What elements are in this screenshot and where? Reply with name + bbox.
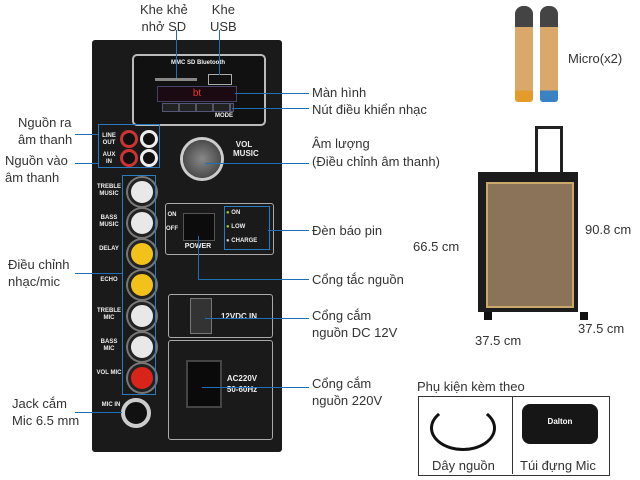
knob-label: VOL MIC [96,370,122,376]
volume-label: Âm lượng [312,136,370,151]
width-label: 37.5 cm [475,333,522,348]
led-on-label: ON [231,210,241,216]
ac-socket[interactable] [186,360,222,408]
power-switch[interactable] [183,213,215,241]
mic-in-label: MIC IN [101,402,121,408]
led-box [224,206,270,250]
power-switch-label: Cổng tắc nguồn [312,272,404,287]
knob-label: ECHO [100,277,118,283]
knob-treble-music[interactable] [128,178,156,206]
knob-group-frame [122,175,156,395]
screen-label: Màn hình [312,85,367,100]
mic-bag-label: Túi đựng Mic [520,458,596,473]
knob-treble-mic[interactable] [128,302,156,330]
speaker-grille [486,182,574,308]
led-low: ● LOW [226,224,246,230]
dc-box [168,294,273,338]
sd-slot-label: Khe khẻ nhở SD [140,2,188,34]
power-cord-label: Dây nguồn [432,458,495,473]
aux-in-label: AUX IN [102,152,116,165]
line-out-white-jack[interactable] [140,130,158,148]
ac-port-label: Cổng cắm nguồn 220V [312,376,383,408]
music-buttons[interactable] [162,103,234,112]
mic-bag: Dalton [522,404,598,444]
led-on: ● ON [226,210,241,216]
knob-vol-mic[interactable] [128,364,156,392]
audio-out-label: Nguồn ra âm thanh [18,115,73,147]
switch-on-label: ON [167,212,177,218]
knob-echo[interactable] [128,271,156,299]
usb-slot[interactable] [208,74,232,85]
card-icons: MMC SD Bluetooth [171,60,225,66]
volume-sub-label: (Điều chỉnh âm thanh) [312,154,440,169]
battery-led-label: Đèn báo pin [312,223,383,238]
vol-music-label: VOL MUSIC [233,140,259,158]
adjust-label: Điều chỉnh nhạc/mic [8,257,70,289]
accessories-box [418,396,610,476]
knob-bass-music[interactable] [128,209,156,237]
usb-slot-label: Khe USB [210,2,237,34]
dc-port-label: Cổng cắm nguồn DC 12V [312,308,398,340]
switch-off-label: OFF [166,226,178,232]
speaker-wheels [484,312,588,320]
mode-label: MODE [215,113,233,119]
ac-label: AC220V [226,374,258,383]
power-label: POWER [178,243,218,250]
knob-delay[interactable] [128,240,156,268]
audio-jack-box [98,124,160,168]
line-out-red-jack[interactable] [120,130,138,148]
aux-in-red-jack[interactable] [120,149,138,167]
mic-in-jack[interactable] [121,398,151,428]
audio-in-label: Nguồn vào âm thanh [5,153,68,185]
power-box [165,203,274,255]
mic-jack-label: Jack cắm Mic 6.5 mm [12,396,80,428]
sd-slot[interactable] [155,78,197,81]
knob-label: TREBLE MUSIC [97,184,121,197]
micro-label: Micro(x2) [568,51,623,66]
knob-label: TREBLE MIC [97,308,121,321]
led-low-label: LOW [231,224,246,230]
volume-knob[interactable] [183,140,221,178]
music-buttons-label: Nút điều khiển nhạc [312,102,427,117]
dc-terminal[interactable] [190,298,212,334]
depth-label: 37.5 cm [578,321,625,336]
knob-bass-mic[interactable] [128,333,156,361]
power-cord-icon [430,405,496,451]
ac-box [168,340,273,440]
knob-label: BASS MUSIC [99,215,119,228]
dc-in-label: 12VDC IN [220,312,257,321]
microphone-1 [515,6,533,102]
microphone-2 [540,6,558,102]
display-screen: bt [157,86,237,102]
accessories-title: Phụ kiện kèm theo [417,379,525,394]
led-charge: ● CHARGE [226,238,258,244]
total-height-label: 90.8 cm [585,222,632,237]
knob-label: BASS MIC [100,339,118,352]
line-out-label: LINE OUT [102,133,116,146]
knob-label: DELAY [99,246,119,252]
height-label: 66.5 cm [413,239,460,254]
led-charge-label: CHARGE [231,238,258,244]
aux-in-white-jack[interactable] [140,149,158,167]
ac-freq-label: 50-60Hz [226,385,258,394]
speaker-handle [535,126,563,179]
